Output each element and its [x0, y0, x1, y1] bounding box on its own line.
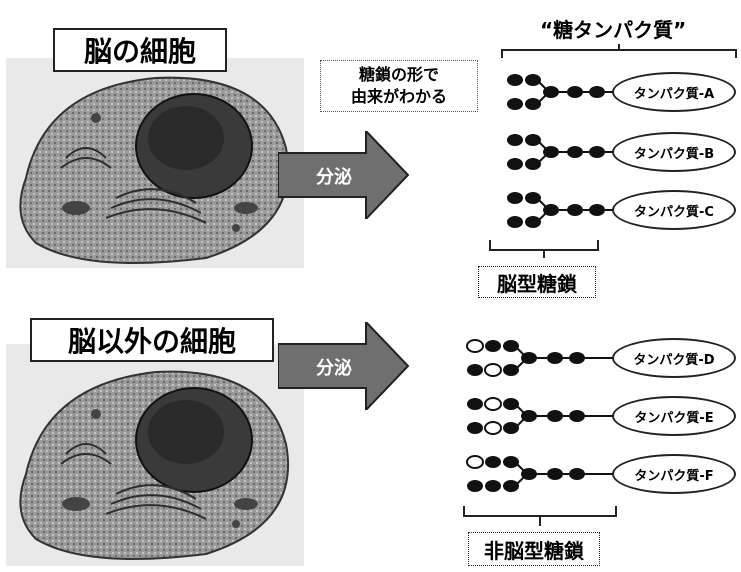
secretion-label-top: 分泌 [316, 167, 352, 188]
protein-a: タンパク質-A [612, 72, 736, 112]
protein-f: タンパク質-F [612, 454, 736, 494]
non-brain-glycan-brace [463, 506, 617, 526]
brain-glycan-brace [489, 240, 599, 258]
glycan-chain-row [465, 454, 615, 498]
origin-note: 糖鎖の形で 由来がわかる [320, 60, 478, 112]
secretion-label-bottom: 分泌 [316, 358, 352, 379]
brain-cell-image [6, 58, 304, 268]
glycan-chain-row [465, 338, 615, 382]
glycan-chain-row [505, 132, 615, 176]
protein-d: タンパク質-D [612, 338, 736, 378]
glycoprotein-title: “糖タンパク質” [540, 18, 687, 42]
sugar-unit [525, 98, 541, 110]
non-brain-cell-label: 脳以外の細胞 [30, 318, 274, 362]
non-brain-glycan-label: 非脳型糖鎖 [468, 532, 600, 566]
sugar-unit [507, 74, 523, 86]
glycan-chain-row [465, 396, 615, 440]
secretion-arrow-top [278, 131, 410, 219]
protein-b: タンパク質-B [612, 132, 736, 172]
sugar-unit [589, 86, 605, 98]
sugar-unit [507, 98, 523, 110]
secretion-arrow-bottom [278, 322, 410, 410]
glycoprotein-brace [501, 44, 737, 58]
brain-glycan-label: 脳型糖鎖 [478, 266, 596, 298]
sugar-unit [567, 86, 583, 98]
glycan-chain-row [505, 72, 615, 116]
glycan-chain-row [505, 190, 615, 234]
origin-note-line2: 由来がわかる [350, 87, 447, 106]
protein-c: タンパク質-C [612, 190, 736, 230]
sugar-unit [525, 74, 541, 86]
non-brain-cell-image [6, 344, 304, 566]
origin-note-line1: 糖鎖の形で [358, 65, 439, 84]
brain-cell-label: 脳の細胞 [53, 28, 227, 72]
protein-e: タンパク質-E [612, 396, 736, 436]
